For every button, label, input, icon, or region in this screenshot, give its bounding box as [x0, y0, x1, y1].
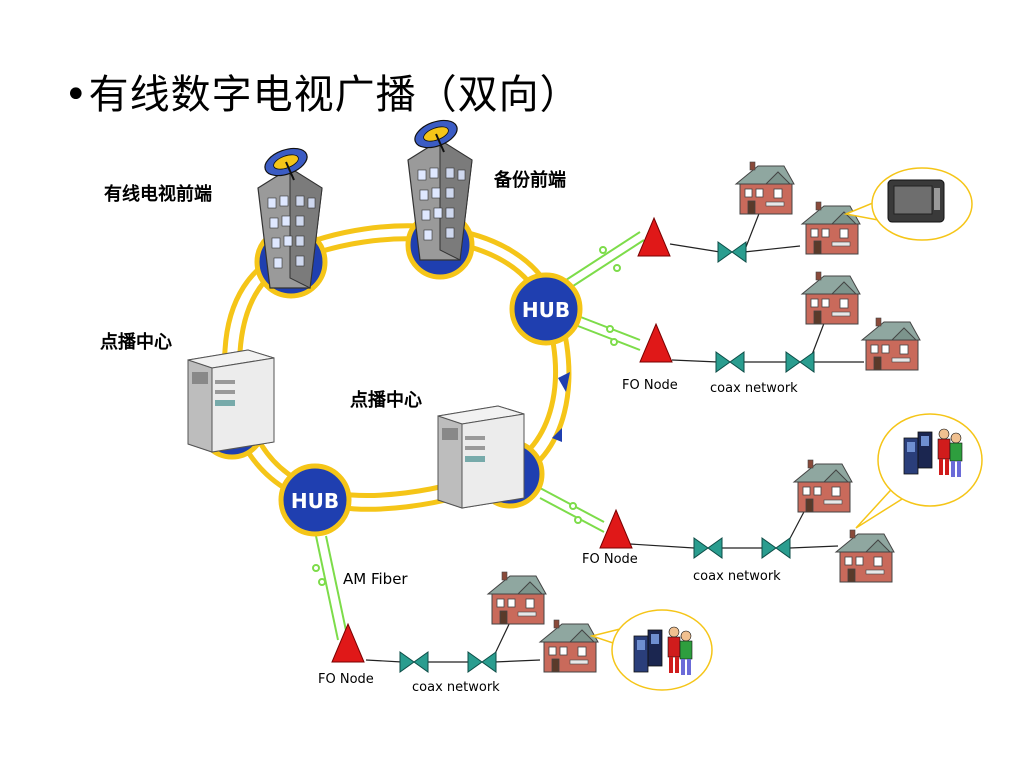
tv-callout-bubble: [843, 167, 973, 241]
fo-node-label: FO Node: [622, 378, 678, 393]
coax-network-label: coax network: [412, 680, 500, 695]
house-icon: [801, 271, 861, 325]
headend-building-icon: [257, 142, 323, 289]
backup-headend-label: 备份前端: [494, 170, 566, 191]
house-icon: [735, 161, 795, 215]
coax-network-label: coax network: [693, 569, 781, 584]
amplifier-icon: [785, 351, 815, 373]
house-icon: [835, 529, 895, 583]
house-icon: [801, 201, 861, 255]
vod-server-inner-icon: [437, 405, 525, 509]
amplifier-icon: [467, 651, 497, 673]
vod-center-inner-label: 点播中心: [350, 390, 422, 411]
fo-node-4-icon: [331, 622, 365, 663]
fo-node-label: FO Node: [582, 552, 638, 567]
house-icon: [539, 619, 599, 673]
vod-server-left-icon: [187, 349, 275, 453]
hub-left-label: HUB: [291, 489, 339, 513]
fo-node-1-icon: [637, 216, 671, 257]
amplifier-icon: [399, 651, 429, 673]
fo-node-2-icon: [639, 322, 673, 363]
fiber-links: [312, 231, 645, 641]
users-callout-bubble-bottom: [589, 609, 713, 691]
headend-label: 有线电视前端: [104, 184, 212, 205]
amplifier-icon: [693, 537, 723, 559]
fo-node-3-icon: [599, 508, 633, 549]
fo-node-label: FO Node: [318, 672, 374, 687]
tv-icon: [887, 179, 945, 223]
page-title: •有线数字电视广播（双向）: [64, 72, 581, 118]
house-icon: [487, 571, 547, 625]
users-callout-bubble-right: [855, 413, 983, 529]
am-fiber-label: AM Fiber: [343, 570, 408, 588]
backup-headend-building-icon: [407, 114, 473, 261]
house-icon: [793, 459, 853, 513]
amplifier-icon: [717, 241, 747, 263]
hub-right-label: HUB: [522, 298, 570, 322]
hub-node-left: HUB: [278, 463, 352, 537]
coax-network-label: coax network: [710, 381, 798, 396]
amplifier-icon: [761, 537, 791, 559]
hub-node-right: HUB: [509, 272, 583, 346]
vod-center-left-label: 点播中心: [100, 332, 172, 353]
amplifier-icon: [715, 351, 745, 373]
house-icon: [861, 317, 921, 371]
